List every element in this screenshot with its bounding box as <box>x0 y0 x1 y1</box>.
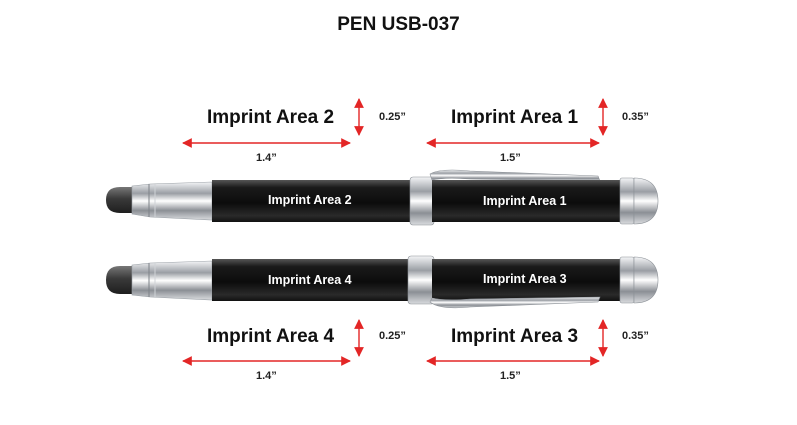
imprint-area-1-width: 1.5” <box>500 152 521 164</box>
imprint-area-1-heading: Imprint Area 1 <box>451 107 579 128</box>
barrel-label-area-3: Imprint Area 3 <box>483 272 567 286</box>
barrel-label-area-4: Imprint Area 4 <box>268 273 352 287</box>
imprint-area-4-width: 1.4” <box>256 370 277 382</box>
top-pen <box>106 169 659 226</box>
imprint-area-3-height: 0.35” <box>622 330 649 342</box>
imprint-area-1-height: 0.35” <box>622 111 649 123</box>
imprint-area-2-height: 0.25” <box>379 111 406 123</box>
page-title: PEN USB-037 <box>337 14 460 35</box>
barrel-label-area-2: Imprint Area 2 <box>268 193 352 207</box>
bottom-pen <box>106 255 659 309</box>
imprint-area-4-heading: Imprint Area 4 <box>207 326 335 347</box>
imprint-area-3-width: 1.5” <box>500 370 521 382</box>
barrel-label-area-1: Imprint Area 1 <box>483 194 567 208</box>
imprint-area-4-height: 0.25” <box>379 330 406 342</box>
imprint-area-2-heading: Imprint Area 2 <box>207 107 335 128</box>
imprint-area-2-width: 1.4” <box>256 152 277 164</box>
imprint-area-3-heading: Imprint Area 3 <box>451 326 579 347</box>
